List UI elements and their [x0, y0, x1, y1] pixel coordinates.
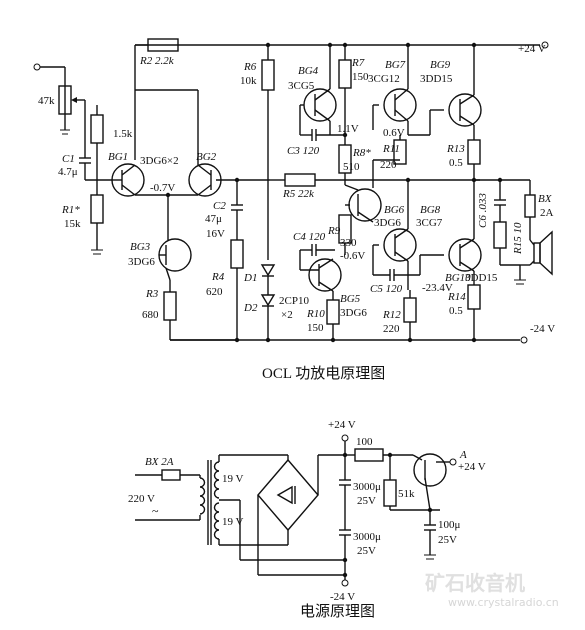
- bg1-label: BG1: [108, 151, 128, 163]
- c2-voltage: 16V: [206, 228, 225, 240]
- secondary-1-label: 19 V: [222, 473, 244, 485]
- r6-name: R6: [243, 61, 257, 73]
- bg5-type-label: 3DG6: [340, 307, 367, 319]
- r7-name: R7: [351, 57, 365, 69]
- r4-name: R4: [211, 271, 225, 283]
- bg9-label: BG9: [430, 59, 451, 71]
- bg9-type-label: 3DD15: [420, 73, 453, 85]
- bg6-label: BG6: [384, 204, 405, 216]
- voltage-m07: -0.7V: [150, 182, 175, 194]
- fuse-bx-name: BX: [538, 193, 553, 205]
- psu-labels: BX 2A 220 V ~ 19 V 19 V +24 V -24 V 100 …: [128, 419, 486, 620]
- bg5-label: BG5: [340, 293, 361, 305]
- r5-label: R5 22k: [282, 188, 315, 200]
- psu-caption: 电源原理图: [300, 603, 375, 620]
- r14-value: 0.5: [449, 305, 463, 317]
- input-pot-label: 47k: [38, 95, 55, 107]
- r1-value: 15k: [64, 218, 81, 230]
- c4-label: C4 120: [293, 231, 326, 243]
- voltage-m23-4: -23.4V: [422, 282, 453, 294]
- psu-c3000b-value: 3000μ: [353, 531, 381, 543]
- bg3-type-label: 3DG6: [128, 256, 155, 268]
- r7-value: 150: [352, 71, 369, 83]
- r6-value: 10k: [240, 75, 257, 87]
- c6-label: C6 .033: [477, 193, 489, 228]
- r9-name: R9: [327, 225, 341, 237]
- amp-wiring: [33, 38, 553, 344]
- c3-label: C3 120: [287, 145, 320, 157]
- d2-label: D2: [243, 302, 258, 314]
- c5-label: C5 120: [370, 283, 403, 295]
- r-1-5k-label: 1.5k: [113, 128, 133, 140]
- voltage-1-1: 1.1V: [337, 123, 359, 135]
- bg4-type-label: 3CG5: [288, 80, 315, 92]
- bg12-type-label: 3DG6×2: [140, 155, 179, 167]
- psu-fuse-label: BX 2A: [145, 456, 174, 468]
- watermark-url: www.crystalradio.cn: [448, 596, 559, 609]
- ac-symbol: ~: [152, 504, 159, 518]
- mains-voltage-label: 220 V: [128, 493, 155, 505]
- r15-label: R15 10: [512, 222, 524, 255]
- psu-out-pos-label: +24 V: [458, 461, 486, 473]
- diode-count: ×2: [281, 309, 293, 321]
- r1-name: R1*: [61, 204, 80, 216]
- r10-name: R10: [306, 308, 325, 320]
- supply-pos-label: +24 V: [518, 43, 546, 55]
- r8-value: 510: [343, 161, 360, 173]
- secondary-2-label: 19 V: [222, 516, 244, 528]
- bg6-type-label: 3DG6: [374, 217, 401, 229]
- bg10-label: BG10: [445, 272, 471, 284]
- bg7-type-label: 3CG12: [368, 73, 400, 85]
- psu-r100-label: 100: [356, 436, 373, 448]
- c2-value: 47μ: [205, 213, 222, 225]
- c1-name: C1: [62, 153, 75, 165]
- psu-c3000a-voltage: 25V: [357, 495, 376, 507]
- psu-c3000b-voltage: 25V: [357, 545, 376, 557]
- psu-c100-voltage: 25V: [438, 534, 457, 546]
- psu-out-a-label: A: [459, 449, 467, 461]
- bg8-label: BG8: [420, 204, 441, 216]
- diode-type: 2CP10: [279, 295, 309, 307]
- voltage-m06: -0.6V: [340, 250, 365, 262]
- voltage-0-6: 0.6V: [383, 127, 405, 139]
- r12-name: R12: [382, 309, 401, 321]
- r13-value: 0.5: [449, 157, 463, 169]
- psu-c100-value: 100μ: [438, 519, 461, 531]
- amp-labels: +24 V -24 V 47k 1.5k C1 4.7μ R1* 15k BG1…: [38, 43, 555, 382]
- bg4-label: BG4: [298, 65, 319, 77]
- r13-name: R13: [446, 143, 465, 155]
- r14-name: R14: [447, 291, 466, 303]
- r3-value: 680: [142, 309, 159, 321]
- amp-caption: OCL 功放电原理图: [262, 365, 385, 382]
- r10-value: 150: [307, 322, 324, 334]
- d1-label: D1: [243, 272, 257, 284]
- r9-value: 330: [340, 237, 357, 249]
- supply-neg-label: -24 V: [530, 323, 555, 335]
- r8-name: R8*: [352, 147, 371, 159]
- bg8-type-label: 3CG7: [416, 217, 443, 229]
- bg10-type-label: 3DD15: [465, 272, 498, 284]
- psu-c3000a-value: 3000μ: [353, 481, 381, 493]
- psu-r51k-label: 51k: [398, 488, 415, 500]
- fuse-bx-value: 2A: [540, 207, 554, 219]
- c2-name: C2: [213, 200, 226, 212]
- psu-wiring: [135, 434, 457, 587]
- r2-label: R2 2.2k: [139, 55, 175, 67]
- bg3-label: BG3: [130, 241, 151, 253]
- bg2-label: BG2: [196, 151, 217, 163]
- bg7-label: BG7: [385, 59, 406, 71]
- r4-value: 620: [206, 286, 223, 298]
- r12-value: 220: [383, 323, 400, 335]
- r11-value: 220: [380, 159, 397, 171]
- psu-neg-label: -24 V: [330, 591, 355, 603]
- psu-pos-label: +24 V: [328, 419, 356, 431]
- r11-name: R11: [382, 143, 400, 155]
- r3-name: R3: [145, 288, 159, 300]
- watermark: 矿石收音机 www.crystalradio.cn: [425, 571, 559, 609]
- c1-value: 4.7μ: [58, 166, 78, 178]
- watermark-logo: 矿石收音机: [425, 571, 525, 595]
